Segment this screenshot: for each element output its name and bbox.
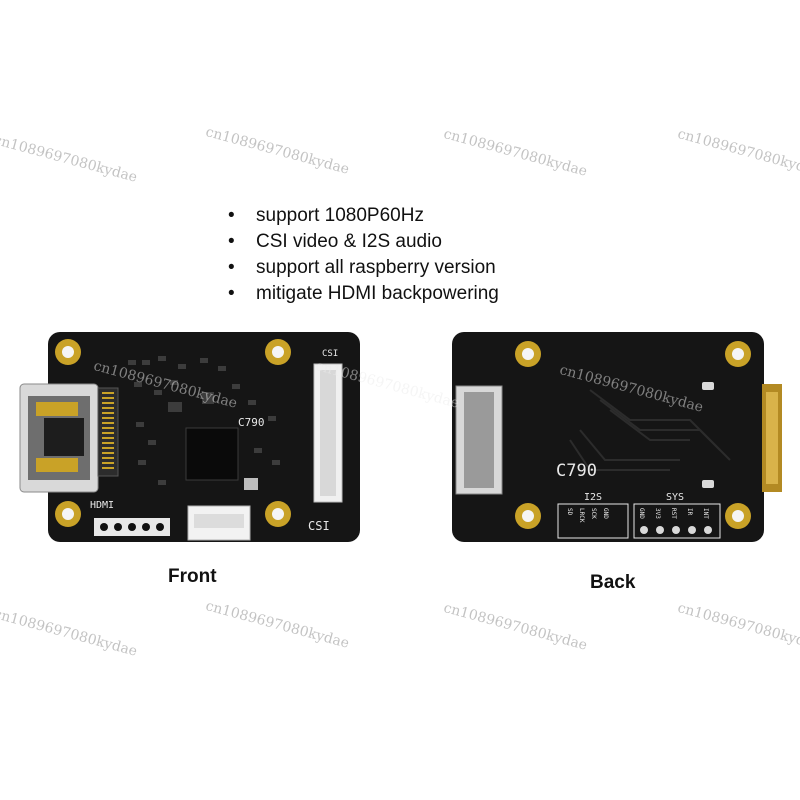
back-board-image: C790 I2S SYS SD LRCK SCK GND GND 3V3 RST…	[452, 332, 782, 542]
feature-item: support 1080P60Hz	[228, 203, 499, 229]
mounting-hole	[725, 341, 751, 367]
front-caption: Front	[168, 566, 217, 587]
sys-pin-label: 3V3	[654, 508, 661, 519]
csi-connector	[313, 363, 343, 503]
crystal	[244, 478, 258, 490]
i2s-pin-label: LRCK	[578, 508, 585, 523]
i2s-pin-label: SCK	[590, 508, 597, 519]
jst-connector	[187, 505, 251, 541]
front-board-image: C790 HDMI CSI CSI	[19, 332, 360, 542]
smd-component	[702, 480, 714, 488]
feature-list: support 1080P60Hz CSI video & I2S audio …	[228, 203, 499, 307]
mounting-hole	[265, 339, 291, 365]
csi-top-label: CSI	[322, 349, 338, 359]
mounting-hole	[725, 503, 751, 529]
fpc-pins	[102, 392, 114, 469]
sys-pins	[640, 526, 712, 534]
sys-pin-box	[633, 503, 721, 539]
i2s-header: I2S	[584, 492, 602, 503]
model-label: C790	[556, 461, 597, 481]
watermark-text: cn1089697080kydae	[0, 132, 139, 186]
smd-components	[128, 356, 280, 485]
i2s-pin-label: SD	[566, 508, 573, 516]
feature-item: support all raspberry version	[228, 255, 499, 281]
mounting-hole	[515, 341, 541, 367]
watermark-text: cn1089697080kydae	[675, 126, 800, 180]
hdmi-connector	[19, 383, 99, 493]
i2s-pin-box	[557, 503, 629, 539]
main-chip	[185, 427, 239, 481]
watermark-text: cn1089697080kydae	[675, 600, 800, 654]
smd-component	[702, 382, 714, 390]
watermark-text: cn1089697080kydae	[441, 126, 589, 180]
model-label: C790	[238, 416, 265, 429]
mounting-hole	[265, 501, 291, 527]
header-pins	[94, 518, 170, 536]
mounting-hole	[55, 339, 81, 365]
sys-pin-label: IR	[686, 508, 693, 516]
pcb-traces	[569, 389, 731, 471]
sys-pin-label: INT	[702, 508, 709, 519]
sys-header: SYS	[666, 492, 684, 503]
hdmi-label: HDMI	[90, 500, 114, 511]
mounting-hole	[515, 503, 541, 529]
sys-pin-label: GND	[638, 508, 645, 519]
watermark-text: cn1089697080kydae	[203, 124, 351, 178]
watermark-text: cn1089697080kydae	[0, 606, 139, 660]
sys-pin-label: RST	[670, 508, 677, 519]
back-pcb	[452, 332, 764, 542]
feature-item: mitigate HDMI backpowering	[228, 281, 499, 307]
fpc-connector	[455, 385, 503, 495]
feature-item: CSI video & I2S audio	[228, 229, 499, 255]
back-caption: Back	[590, 572, 636, 593]
watermark-text: cn1089697080kydae	[203, 598, 351, 652]
i2s-pin-label: GND	[602, 508, 609, 519]
mounting-hole	[55, 501, 81, 527]
csi-label: CSI	[308, 519, 330, 533]
hdmi-connector-edge	[762, 384, 782, 492]
watermark-text: cn1089697080kydae	[441, 600, 589, 654]
